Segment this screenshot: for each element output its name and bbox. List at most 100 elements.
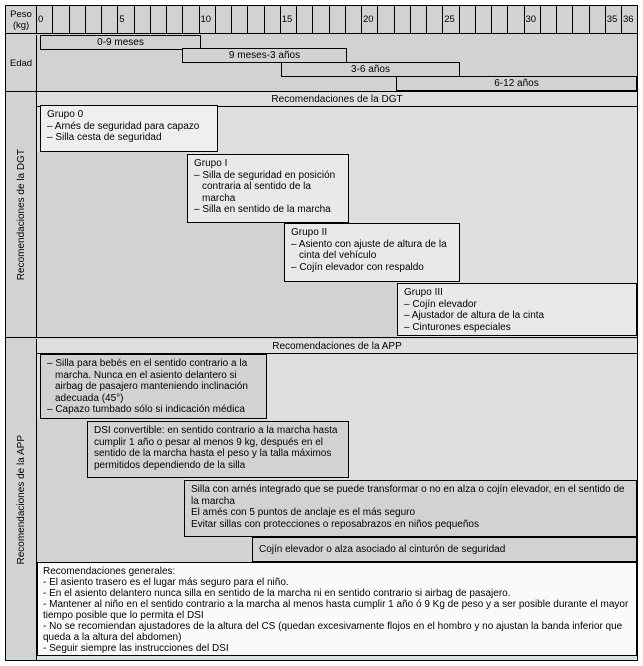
- kg-cell: [344, 6, 361, 33]
- kg-cell: [101, 6, 117, 33]
- kg-cell: [539, 6, 556, 33]
- age-bar-label: 0-9 meses: [97, 37, 144, 48]
- app-box-booster: Cojín elevador o alza asociado al cintur…: [252, 537, 637, 562]
- app-box-infant: – Silla para bebés en el sentido contrar…: [40, 354, 267, 419]
- kg-cell: [231, 6, 247, 33]
- kg-cell: [149, 6, 166, 33]
- kg-cell: [52, 6, 68, 33]
- dgt-section: Recomendaciones de la DGT Recomendacione…: [6, 92, 637, 338]
- general-recommendation-item: - El asiento trasero es el lugar más seg…: [43, 577, 289, 588]
- weight-axis-label-line2: (kg): [12, 19, 30, 31]
- group-0-item: – Silla cesta de seguridad: [47, 132, 162, 143]
- background-panel: [187, 223, 284, 337]
- kg-cell: [328, 6, 345, 33]
- background-panel: [37, 152, 187, 337]
- group-2-item: – Cojín elevador con respaldo: [291, 261, 424, 273]
- kg-cell: [474, 6, 491, 33]
- dgt-content: Recomendaciones de la DGT Grupo 0 – Arné…: [37, 92, 637, 337]
- group-1-item: – Silla en sentido de la marcha: [194, 204, 331, 215]
- age-row: Edad 0-9 meses 9 meses-3 años 3-6 años 6…: [6, 35, 637, 92]
- group-1-box: Grupo I – Silla de seguridad en posición…: [187, 154, 349, 223]
- background-panel: [184, 537, 252, 562]
- kg-cell: [166, 6, 182, 33]
- kg-cell: [507, 6, 523, 33]
- kg-cell: [393, 6, 410, 33]
- app-box-harness-item: Evitar sillas con protecciones o reposab…: [191, 518, 479, 530]
- app-box-booster-item: Cojín elevador o alza asociado al cintur…: [259, 544, 506, 556]
- general-recommendation-item: - En el asiento delantero nunca silla en…: [43, 588, 511, 599]
- background-panel: [37, 419, 87, 562]
- group-0-box: Grupo 0 – Arnés de seguridad para capazo…: [40, 105, 218, 152]
- group-1-item: – Silla de seguridad en posición contrar…: [194, 169, 336, 204]
- age-bars-area: 0-9 meses 9 meses-3 años 3-6 años 6-12 a…: [37, 35, 637, 91]
- kg-cell: 25: [442, 6, 458, 33]
- age-bar-0-9-months: 0-9 meses: [40, 35, 201, 50]
- kg-cell: 36: [621, 6, 637, 33]
- kg-cell: [296, 6, 312, 33]
- kg-cell: [133, 6, 150, 33]
- kg-cell: 30: [523, 6, 540, 33]
- group-3-item: – Cojín elevador: [404, 298, 477, 310]
- kg-cell: 5: [117, 6, 133, 33]
- app-box-convertible-item: DSI convertible: en sentido contrario a …: [94, 425, 338, 471]
- kg-cell: [247, 6, 263, 33]
- general-recommendations-box: Recomendaciones generales: - El asiento …: [37, 562, 637, 656]
- kg-cell: [84, 6, 101, 33]
- group-3-item: – Cinturones especiales: [404, 321, 511, 333]
- dgt-sidebar: Recomendaciones de la DGT: [6, 92, 37, 337]
- app-box-harness-item: El arnés con 5 puntos de anclaje es el m…: [191, 507, 416, 518]
- kg-cell: [214, 6, 231, 33]
- kg-cell: [458, 6, 475, 33]
- age-bar-3-6y: 3-6 años: [281, 62, 460, 77]
- app-sidebar-label: Recomendaciones de la APP: [15, 434, 27, 565]
- kg-cell: [182, 6, 198, 33]
- group-3-box: Grupo III – Cojín elevador – Ajustador d…: [397, 283, 637, 336]
- app-box-infant-item: – Capazo tumbado sólo si indicación médi…: [47, 404, 245, 415]
- group-2-item: – Asiento con ajuste de altura de la cin…: [291, 238, 447, 262]
- kg-cell: [377, 6, 393, 33]
- kg-cell: [263, 6, 280, 33]
- background-panel: [87, 478, 184, 562]
- kg-cell: 0: [38, 14, 44, 25]
- age-bar-label: 6-12 años: [494, 78, 539, 89]
- kg-cell: [68, 6, 85, 33]
- app-box-convertible: DSI convertible: en sentido contrario a …: [87, 421, 349, 478]
- app-box-harness: Silla con arnés integrado que se puede t…: [184, 480, 637, 537]
- app-sidebar: Recomendaciones de la APP: [6, 339, 37, 660]
- age-bar-9m-3y: 9 meses-3 años: [182, 48, 347, 63]
- dgt-section-header: Recomendaciones de la DGT: [37, 92, 637, 107]
- age-axis-label-text: Edad: [9, 57, 33, 69]
- group-1-title: Grupo I: [194, 158, 228, 169]
- kg-cell: [556, 6, 572, 33]
- group-3-item: – Ajustador de altura de la cinta: [404, 310, 545, 321]
- kg-cell: 15: [279, 6, 296, 33]
- app-box-infant-item: – Silla para bebés en el sentido contrar…: [47, 358, 248, 404]
- app-content: Recomendaciones de la APP – Silla para b…: [37, 339, 637, 660]
- kg-cell: [409, 6, 426, 33]
- general-recommendations-title: Recomendaciones generales:: [43, 566, 176, 577]
- age-bar-6-12y: 6-12 años: [396, 76, 637, 91]
- app-section: Recomendaciones de la APP Recomendacione…: [6, 339, 637, 660]
- age-bar-label: 9 meses-3 años: [228, 50, 301, 61]
- group-2-title: Grupo II: [291, 227, 328, 238]
- app-box-harness-item: Silla con arnés integrado que se puede t…: [191, 484, 625, 507]
- weight-axis-label-line1: Peso: [10, 8, 32, 20]
- kg-cell: [588, 6, 605, 33]
- general-recommendation-item: - Seguir siempre las instrucciones del D…: [43, 643, 229, 654]
- kg-cell: 20: [361, 6, 377, 33]
- group-3-title: Grupo III: [404, 287, 443, 298]
- general-recommendation-item: - No se recomiendan ajustadores de la al…: [43, 621, 623, 643]
- dgt-sidebar-label: Recomendaciones de la DGT: [15, 148, 27, 281]
- group-2-box: Grupo II – Asiento con ajuste de altura …: [284, 223, 460, 282]
- kg-cell: [572, 6, 588, 33]
- general-recommendation-item: - Mantener al niño en el sentido contrar…: [43, 599, 629, 621]
- age-axis-label: Edad: [6, 35, 37, 91]
- background-panel: [284, 282, 397, 337]
- kg-cell: [491, 6, 507, 33]
- kg-cell: 35: [604, 6, 621, 33]
- kg-cell: [426, 6, 442, 33]
- group-0-title: Grupo 0: [47, 109, 84, 120]
